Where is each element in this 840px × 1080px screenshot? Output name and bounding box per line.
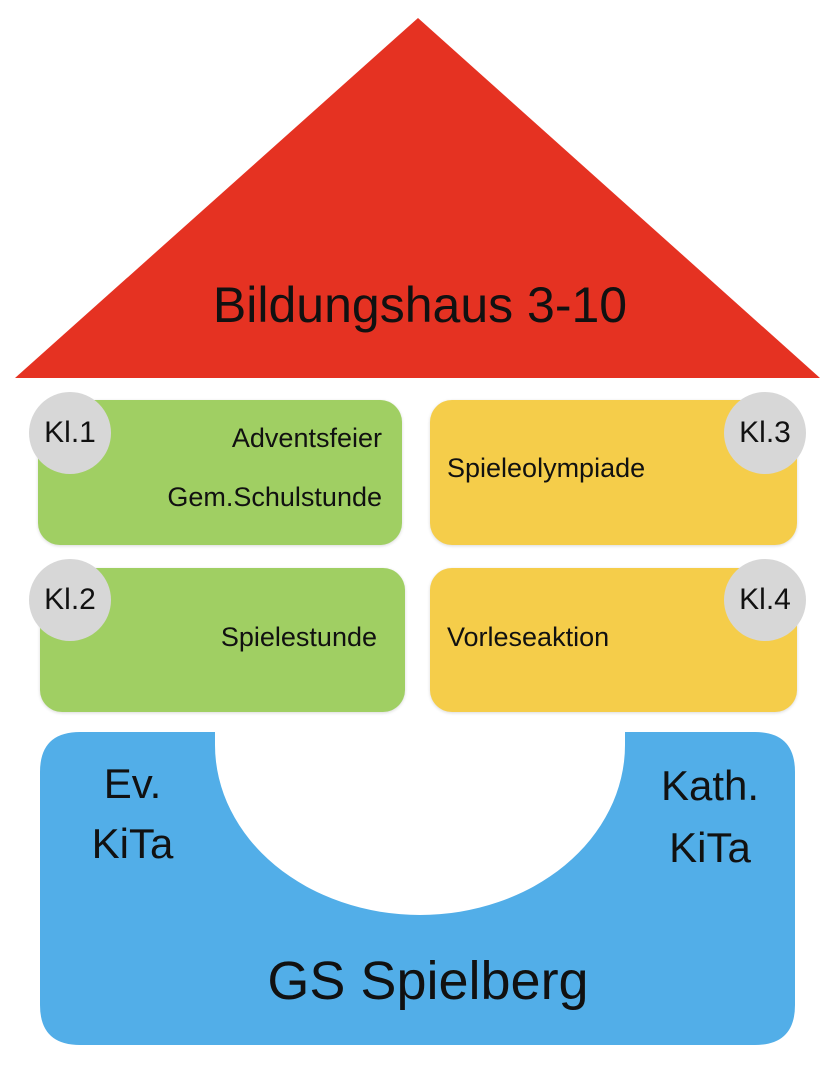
foundation-title: GS Spielberg: [267, 951, 589, 1011]
class-badge-2: Kl.2: [29, 559, 111, 641]
activity-spieleolympiade: Spieleolympiade: [447, 453, 646, 483]
activity-adventsfeier: Adventsfeier: [231, 423, 382, 453]
activity-spielestunde: Spielestunde: [220, 622, 377, 652]
ev-kita-line2: KiTa: [91, 820, 174, 867]
ev-kita-line1: Ev.: [103, 760, 162, 807]
activity-gem-schulstunde: Gem.Schulstunde: [167, 482, 382, 512]
activity-vorleseaktion: Vorleseaktion: [447, 622, 610, 652]
roof-title: Bildungshaus 3-10: [212, 277, 628, 333]
kath-kita-line1: Kath.: [660, 762, 760, 809]
class-badge-3: Kl.3: [724, 392, 806, 474]
roof-triangle: [15, 18, 820, 378]
class-badge-4: Kl.4: [724, 559, 806, 641]
class-badge-1: Kl.1: [29, 392, 111, 474]
foundation-shape: [40, 732, 795, 1045]
kath-kita-line2: KiTa: [669, 824, 751, 871]
